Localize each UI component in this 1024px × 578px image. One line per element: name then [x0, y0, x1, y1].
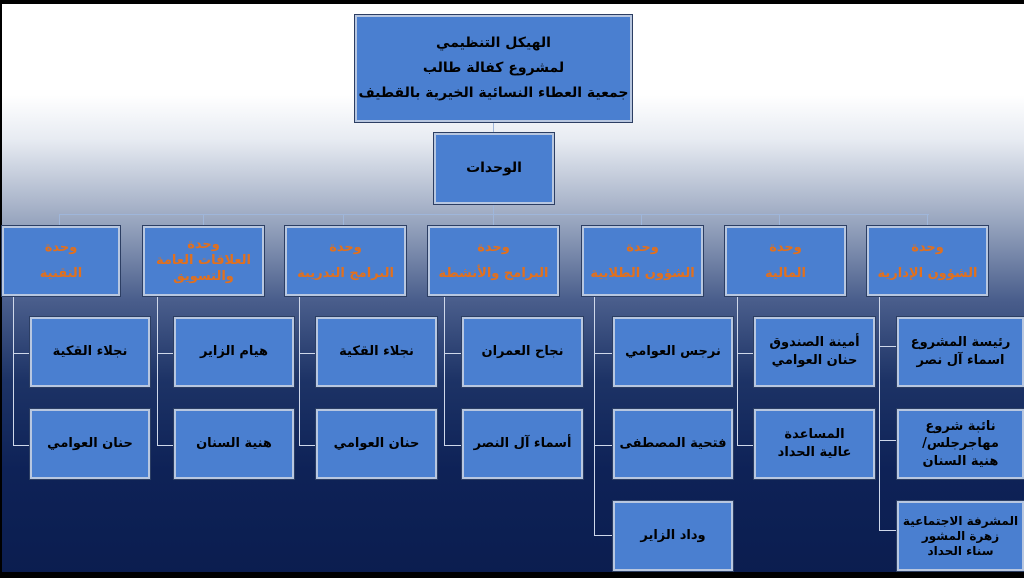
branch-tick [879, 346, 897, 347]
unit-name-6: العلاقات العامة [155, 252, 252, 268]
member-text: رئيسة المشروع اسماء آل نصر [910, 335, 1011, 368]
branch-line-unit-2 [737, 296, 738, 446]
member-text: حنان العوامي [47, 436, 133, 452]
unit-box-finance: وحدة المالية [724, 225, 847, 297]
branch-tick [13, 445, 30, 446]
connector-unit-3 [641, 214, 642, 226]
member-text: المشرفة الاجتماعية زهرة المشور سناء الحد… [902, 513, 1019, 558]
unit-label-3: وحدة [626, 240, 659, 256]
frame-border-bottom [0, 572, 1024, 578]
unit-name-4: البرامج والأنشطة [438, 266, 549, 281]
member-box: هيام الزاير [173, 316, 295, 388]
unit-name-3: الشؤون الطلابية [590, 266, 695, 281]
unit-box-programs-activities: وحدة البرامج والأنشطة [427, 225, 560, 297]
branch-tick [594, 353, 613, 354]
branch-tick [157, 353, 174, 354]
title-line-2: لمشروع كفالة طالب [422, 59, 565, 76]
member-text: أسماء آل النصر [473, 436, 572, 452]
member-box: المشرفة الاجتماعية زهرة المشور سناء الحد… [896, 500, 1024, 572]
member-box: أمينة الصندوق حنان العوامي [753, 316, 876, 388]
member-box: نرجس العوامي [612, 316, 734, 388]
member-box: وداد الزاير [612, 500, 734, 572]
frame-border-top [0, 0, 1024, 4]
branch-tick [444, 445, 462, 446]
member-box: أسماء آل النصر [461, 408, 584, 480]
connector-root-bar [493, 204, 494, 215]
connector-title-root [493, 122, 494, 132]
member-text: فتحية المصطفى [619, 436, 727, 452]
frame-border-left [0, 0, 2, 578]
units-root-label: الوحدات [466, 160, 522, 177]
member-text: وداد الزاير [640, 528, 706, 544]
branch-line-unit-6 [157, 296, 158, 446]
member-text: هيام الزاير [199, 344, 269, 360]
branch-tick [299, 353, 316, 354]
unit-label-5: وحدة [329, 240, 362, 256]
unit-label-1: وحدة [911, 240, 944, 256]
member-box: المساعدة عالية الحداد [753, 408, 876, 480]
branch-tick [879, 530, 897, 531]
member-text: نائبة شروع مهاجرجلس/ هنية السنان [922, 418, 999, 469]
unit-box-administrative: وحدة الشؤون الإدارية [866, 225, 989, 297]
unit-box-training: وحدة البرامج التدريبة [284, 225, 407, 297]
member-box: نجلاء القكية [29, 316, 151, 388]
branch-tick [444, 353, 462, 354]
member-box: فتحية المصطفى [612, 408, 734, 480]
unit-name-1: الشؤون الإدارية [877, 266, 978, 281]
chart-title-box: الهيكل التنظيمي لمشروع كفالة طالب جمعية … [354, 14, 633, 123]
unit-label-6: وحدة [187, 236, 220, 252]
member-box: رئيسة المشروع اسماء آل نصر [896, 316, 1024, 388]
member-text: حنان العوامي [333, 436, 420, 452]
member-box: نجلاء القكية [315, 316, 438, 388]
unit-name-2: المالية [765, 266, 807, 281]
connector-unit-5 [343, 214, 344, 226]
member-text: المساعدة عالية الحداد [777, 427, 852, 460]
unit-name-7: التقنية [39, 266, 83, 281]
unit-name-5: البرامج التدريبة [297, 266, 394, 281]
member-box: حنان العوامي [29, 408, 151, 480]
unit-label-2: وحدة [769, 240, 802, 256]
member-box: نائبة شروع مهاجرجلس/ هنية السنان [896, 408, 1024, 480]
connector-units-bar [59, 214, 929, 215]
branch-line-unit-3 [594, 296, 595, 536]
member-text: نجلاء القكية [52, 344, 128, 360]
member-text: نجاح العمران [481, 344, 564, 360]
branch-tick [737, 445, 754, 446]
units-root-box: الوحدات [433, 132, 555, 205]
connector-unit-4 [493, 214, 494, 226]
member-box: حنان العوامي [315, 408, 438, 480]
branch-tick [157, 445, 174, 446]
branch-line-unit-5 [299, 296, 300, 446]
member-text: هنية السنان [196, 436, 272, 452]
unit-name-6b: والتسويق [173, 269, 234, 285]
unit-label-4: وحدة [477, 240, 510, 256]
member-text: نرجس العوامي [625, 344, 721, 360]
branch-tick [13, 353, 30, 354]
branch-tick [737, 353, 754, 354]
member-box: نجاح العمران [461, 316, 584, 388]
branch-tick [594, 535, 613, 536]
member-box: هنية السنان [173, 408, 295, 480]
unit-box-student-affairs: وحدة الشؤون الطلابية [581, 225, 704, 297]
branch-line-unit-7 [13, 296, 14, 446]
connector-unit-1 [927, 214, 928, 226]
branch-tick [299, 445, 316, 446]
connector-unit-2 [779, 214, 780, 226]
connector-unit-6 [203, 214, 204, 226]
unit-label-7: وحدة [44, 240, 78, 256]
title-line-3: جمعية العطاء النسائية الخيرية بالقطيف [358, 85, 629, 102]
connector-unit-7 [59, 214, 60, 226]
unit-box-public-relations: وحدة العلاقات العامة والتسويق [142, 225, 265, 297]
title-line-1: الهيكل التنظيمي [436, 34, 551, 51]
branch-line-unit-4 [444, 296, 445, 446]
member-text: أمينة الصندوق حنان العوامي [769, 335, 860, 368]
branch-tick [879, 440, 897, 441]
member-text: نجلاء القكية [339, 344, 414, 360]
branch-line-unit-1 [879, 296, 880, 531]
unit-box-technology: وحدة التقنية [1, 225, 121, 297]
branch-tick [594, 445, 613, 446]
